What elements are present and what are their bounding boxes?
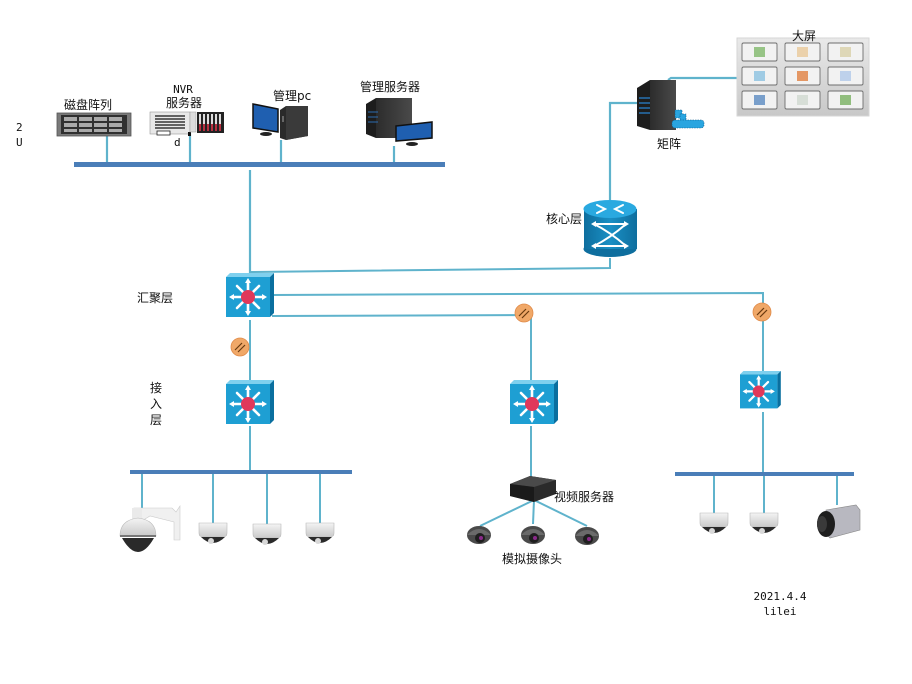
aggregation-layer-label: 汇聚层 bbox=[137, 291, 174, 305]
access-switch-left-icon bbox=[224, 378, 276, 426]
access-label-char: 层 bbox=[149, 413, 162, 427]
left-camera-links bbox=[141, 474, 321, 524]
disk-array-icon bbox=[56, 112, 132, 137]
dome-camera-icon bbox=[252, 523, 282, 546]
screen-tile-thumbnail-icon bbox=[840, 95, 851, 105]
box-camera-icon bbox=[817, 504, 861, 539]
disk-array-label: 磁盘阵列 bbox=[64, 98, 113, 112]
core-layer-label: 核心层 bbox=[546, 212, 583, 226]
server-bus bbox=[74, 162, 445, 167]
management-server-icon bbox=[366, 98, 433, 146]
nvr-label-line2: 服务器 bbox=[165, 96, 202, 110]
firewall-right-icon bbox=[752, 302, 772, 322]
dome-camera-icon bbox=[198, 522, 228, 545]
nvr-sub-note: d bbox=[174, 136, 181, 149]
video-server-label: 视频服务器 bbox=[554, 490, 615, 504]
firewall-middle-icon bbox=[514, 303, 534, 323]
analog-camera-links bbox=[479, 499, 588, 527]
footer-author: lilei bbox=[763, 605, 797, 618]
access-label-char: 接 bbox=[149, 381, 162, 395]
screen-tile-thumbnail-icon bbox=[797, 71, 808, 81]
access-switch-middle-icon bbox=[508, 378, 560, 426]
matrix-icon bbox=[637, 80, 705, 130]
dome-camera-icon bbox=[305, 522, 335, 545]
big-screen-label: 大屏 bbox=[792, 29, 817, 43]
disk-array-note-2: 2 bbox=[16, 121, 23, 134]
core-router-icon bbox=[583, 200, 637, 257]
screen-tile-thumbnail-icon bbox=[754, 47, 765, 57]
management-pc-icon bbox=[252, 103, 308, 140]
footer-date: 2021.4.4 bbox=[753, 590, 807, 603]
dome-camera-icon bbox=[699, 512, 729, 535]
management-server-label: 管理服务器 bbox=[360, 80, 421, 94]
screen-tiles bbox=[741, 42, 864, 110]
nvr-server-icon bbox=[149, 111, 224, 136]
analog-camera-icon bbox=[521, 526, 545, 544]
disk-array-note-u: U bbox=[16, 136, 23, 149]
matrix-links bbox=[608, 76, 737, 200]
big-screen-wall bbox=[736, 37, 870, 117]
server-drop-links bbox=[105, 132, 396, 275]
matrix-label: 矩阵 bbox=[657, 137, 682, 151]
analog-cameras-label: 模拟摄像头 bbox=[502, 552, 563, 566]
firewall-left-icon bbox=[230, 337, 250, 357]
screen-tile-thumbnail-icon bbox=[754, 71, 765, 81]
analog-camera-icon bbox=[467, 526, 491, 544]
left-access-bus bbox=[130, 470, 352, 474]
aggregation-links bbox=[249, 258, 764, 478]
right-camera-links bbox=[713, 476, 838, 513]
aggregation-switch-icon bbox=[224, 271, 276, 319]
screen-tile-thumbnail-icon bbox=[840, 47, 851, 57]
access-label-char: 入 bbox=[149, 397, 162, 411]
nvr-label-line1: NVR bbox=[173, 83, 193, 96]
screen-tile-thumbnail-icon bbox=[797, 95, 808, 105]
access-switch-right-icon bbox=[738, 369, 782, 410]
access-layer-label: 接 入 层 bbox=[149, 380, 163, 428]
right-access-bus bbox=[675, 472, 854, 476]
ptz-camera-icon bbox=[119, 505, 181, 552]
analog-camera-icon bbox=[575, 527, 599, 545]
dome-camera-icon bbox=[749, 512, 779, 535]
video-server-icon bbox=[510, 476, 556, 502]
screen-tile-thumbnail-icon bbox=[840, 71, 851, 81]
screen-tile-thumbnail-icon bbox=[754, 95, 765, 105]
screen-tile-thumbnail-icon bbox=[797, 47, 808, 57]
management-pc-label: 管理pc bbox=[273, 89, 312, 103]
